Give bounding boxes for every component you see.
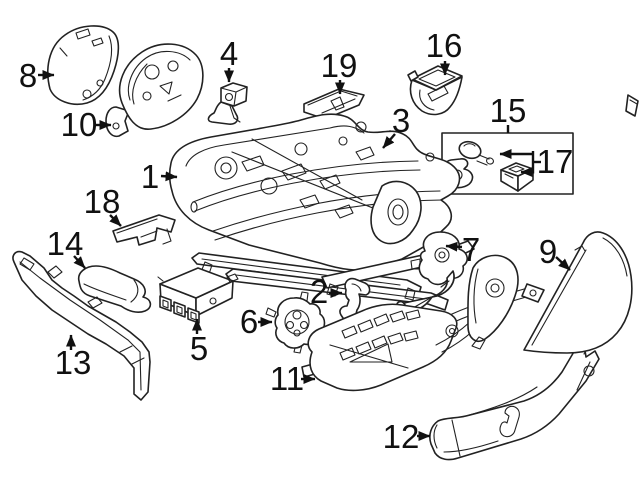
callout-3[interactable]: 3 — [382, 102, 410, 149]
part-12-switch-cover — [429, 343, 600, 461]
part-18-rail-cap — [112, 214, 176, 246]
callout-2[interactable]: 2 — [310, 273, 343, 310]
bulb — [458, 140, 495, 166]
callout-2-number[interactable]: 2 — [310, 273, 328, 310]
callout-11[interactable]: 11 — [270, 360, 316, 397]
callout-18-arrow — [109, 214, 122, 227]
callout-3-arrow — [382, 133, 396, 149]
callout-17-number[interactable]: 17 — [537, 143, 574, 180]
part-10-recliner-panel — [105, 43, 204, 138]
callout-14-number[interactable]: 14 — [47, 225, 84, 262]
callout-18-number[interactable]: 18 — [84, 183, 121, 220]
callout-14[interactable]: 14 — [47, 225, 86, 269]
callout-8[interactable]: 8 — [19, 57, 55, 94]
part-9-side-shield — [523, 231, 633, 354]
callout-4[interactable]: 4 — [220, 35, 238, 83]
callout-16[interactable]: 16 — [426, 27, 463, 76]
callout-9-arrow — [555, 256, 571, 271]
callout-10[interactable]: 10 — [61, 106, 112, 143]
part-5-control-module — [157, 267, 239, 324]
callout-7[interactable]: 7 — [445, 231, 480, 268]
recliner-side-bracket — [435, 254, 519, 353]
part-14-trim-pad — [77, 265, 152, 313]
callout-9-number[interactable]: 9 — [539, 233, 557, 270]
callout-19[interactable]: 19 — [321, 47, 358, 95]
callout-15-number[interactable]: 15 — [490, 92, 527, 129]
callout-6[interactable]: 6 — [240, 303, 273, 340]
callout-19-number[interactable]: 19 — [321, 47, 358, 84]
callout-5[interactable]: 5 — [190, 318, 208, 367]
callout-18[interactable]: 18 — [84, 183, 122, 227]
callout-1-number[interactable]: 1 — [141, 158, 159, 195]
callout-1[interactable]: 1 — [141, 158, 178, 195]
callout-7-number[interactable]: 7 — [462, 231, 480, 268]
part-13-lower-trim — [12, 250, 151, 401]
part-19-rail-cover — [303, 88, 365, 120]
callout-12-number[interactable]: 12 — [383, 418, 420, 455]
part-8-recliner-cover — [47, 25, 120, 105]
callout-3-number[interactable]: 3 — [392, 102, 410, 139]
callout-4-number[interactable]: 4 — [220, 35, 238, 72]
part-16-lamp-housing — [407, 65, 463, 116]
part-4-support-bracket — [207, 82, 248, 125]
callout-12[interactable]: 12 — [383, 418, 431, 455]
callout-17[interactable]: 17 — [499, 143, 574, 180]
callout-15[interactable]: 15 — [490, 92, 527, 133]
callout-9[interactable]: 9 — [539, 233, 571, 271]
callout-14-arrow — [73, 255, 86, 269]
callout-5-number[interactable]: 5 — [190, 330, 208, 367]
callout-13-number[interactable]: 13 — [55, 344, 92, 381]
callout-1-arrow — [160, 171, 178, 182]
callout-8-number[interactable]: 8 — [19, 57, 37, 94]
callout-10-number[interactable]: 10 — [61, 106, 98, 143]
callout-13[interactable]: 13 — [55, 334, 92, 381]
callout-6-number[interactable]: 6 — [240, 303, 258, 340]
callout-16-number[interactable]: 16 — [426, 27, 463, 64]
callout-7-arrow — [445, 241, 463, 252]
edge-fragment — [625, 94, 639, 117]
callout-11-number[interactable]: 11 — [270, 360, 304, 397]
